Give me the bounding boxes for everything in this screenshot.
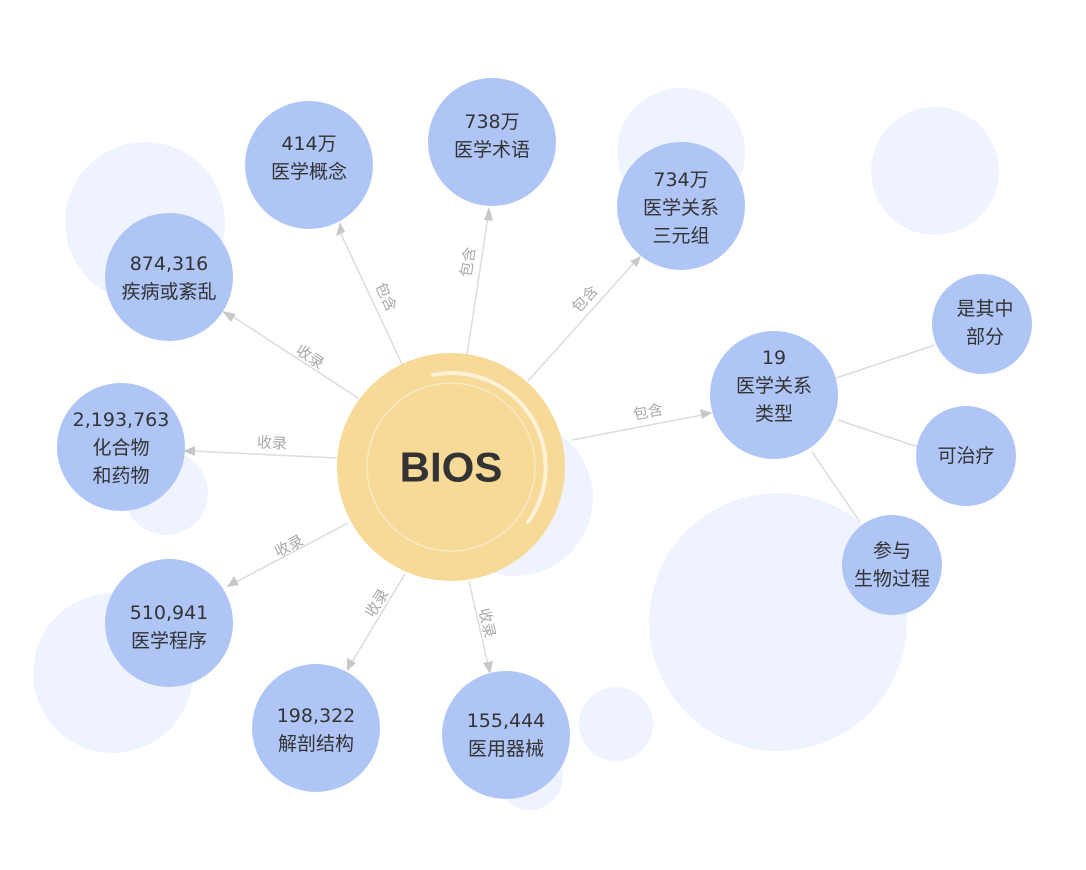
node-procedures[interactable]: 510,941 医学程序: [105, 559, 233, 687]
node-circle: [105, 213, 233, 341]
arrow-head: [336, 222, 345, 236]
node-relation-types[interactable]: 19 医学关系 类型: [710, 331, 838, 459]
edge-bios-terms: [466, 215, 489, 356]
arrow-head: [227, 576, 239, 587]
node-chemicals[interactable]: 2,193,763 化合物 和药物: [57, 383, 185, 511]
node-circle: [932, 274, 1032, 374]
node-label: 部分: [966, 326, 1004, 348]
node-disease[interactable]: 874,316 疾病或紊乱: [105, 213, 233, 341]
node-count: 738万: [464, 111, 519, 133]
node-label: 和药物: [92, 465, 149, 487]
arrow-head: [700, 409, 712, 419]
node-label: 医学关系: [643, 197, 719, 219]
node-count: 155,444: [467, 710, 546, 732]
center-highlight-arc: [431, 371, 548, 524]
node-participates[interactable]: 参与 生物过程: [842, 515, 942, 615]
arrow-head: [484, 207, 493, 221]
node-treats[interactable]: 可治疗: [916, 406, 1016, 506]
node-part-of[interactable]: 是其中 部分: [932, 274, 1032, 374]
node-label: 化合物: [92, 437, 149, 459]
node-circle: [245, 101, 373, 229]
node-label: 医用器械: [468, 738, 544, 760]
node-label: 医学概念: [271, 160, 347, 183]
edge-label-includes: 收录: [272, 531, 307, 561]
arrow-head: [483, 661, 493, 674]
edge-bios-triples: [527, 263, 634, 382]
edge-bios-concepts: [339, 231, 403, 365]
arrow-head: [222, 311, 236, 322]
node-circle: [842, 515, 942, 615]
node-count: 198,322: [277, 705, 356, 727]
edge-label-includes: 收录: [293, 341, 328, 372]
arrow-head: [630, 256, 641, 267]
node-circle: [710, 331, 838, 459]
node-label: 解剖结构: [278, 733, 354, 755]
center-inner-ring: [366, 382, 536, 552]
node-circle: [57, 383, 185, 511]
node-circle: [105, 559, 233, 687]
edge-bios-procedures: [235, 522, 349, 583]
node-label: 参与: [873, 540, 911, 562]
node-label: 疾病或紊乱: [121, 281, 216, 303]
node-circle: [442, 671, 570, 799]
node-terms[interactable]: 738万 医学术语: [428, 78, 556, 206]
node-label: 医学程序: [131, 630, 207, 652]
center-circle: [337, 353, 565, 581]
node-label: 生物过程: [854, 568, 930, 590]
node-circle: [428, 78, 556, 206]
node-count: 874,316: [130, 253, 209, 275]
arrow-head: [347, 658, 356, 671]
background-bubble: [649, 493, 907, 751]
center-label: BIOS: [400, 444, 503, 491]
node-count: 2,193,763: [73, 409, 170, 431]
edge-types-treats: [837, 419, 919, 448]
edge-label-contains: 包含: [568, 282, 601, 316]
node-circle: [916, 406, 1016, 506]
edge-types-part-of: [835, 344, 936, 379]
background-bubble: [579, 687, 653, 761]
node-label: 三元组: [652, 225, 709, 247]
node-anatomy[interactable]: 198,322 解剖结构: [252, 664, 380, 792]
arrow-head: [183, 446, 195, 456]
edge-types-participates: [811, 451, 861, 523]
edge-bios-chemicals: [192, 450, 338, 459]
node-devices[interactable]: 155,444 医用器械: [442, 671, 570, 799]
edge-bios-devices: [468, 580, 489, 666]
node-label: 类型: [755, 403, 793, 425]
node-circle: [252, 664, 380, 792]
node-count: 19: [762, 347, 786, 369]
edge-bios-disease: [231, 315, 359, 399]
node-circle: [617, 142, 745, 270]
edges: [183, 207, 936, 674]
node-count: 510,941: [130, 602, 209, 624]
edge-label-includes: 收录: [257, 433, 288, 453]
edge-bios-anatomy: [351, 573, 406, 663]
background-bubble: [871, 107, 999, 235]
node-label: 是其中: [956, 298, 1013, 320]
edge-label-contains: 包含: [632, 400, 665, 423]
node-label: 医学关系: [736, 375, 812, 397]
edge-label-contains: 包含: [457, 246, 479, 278]
node-concepts[interactable]: 414万 医学概念: [245, 101, 373, 229]
node-count: 734万: [653, 169, 708, 191]
node-label: 医学术语: [454, 139, 530, 161]
node-triples[interactable]: 734万 医学关系 三元组: [617, 142, 745, 270]
node-label: 可治疗: [937, 445, 994, 467]
edge-label-includes: 收录: [475, 606, 499, 639]
node-count: 414万: [281, 133, 336, 155]
edge-bios-relation-types: [571, 414, 703, 441]
center-node[interactable]: BIOS: [337, 353, 565, 581]
